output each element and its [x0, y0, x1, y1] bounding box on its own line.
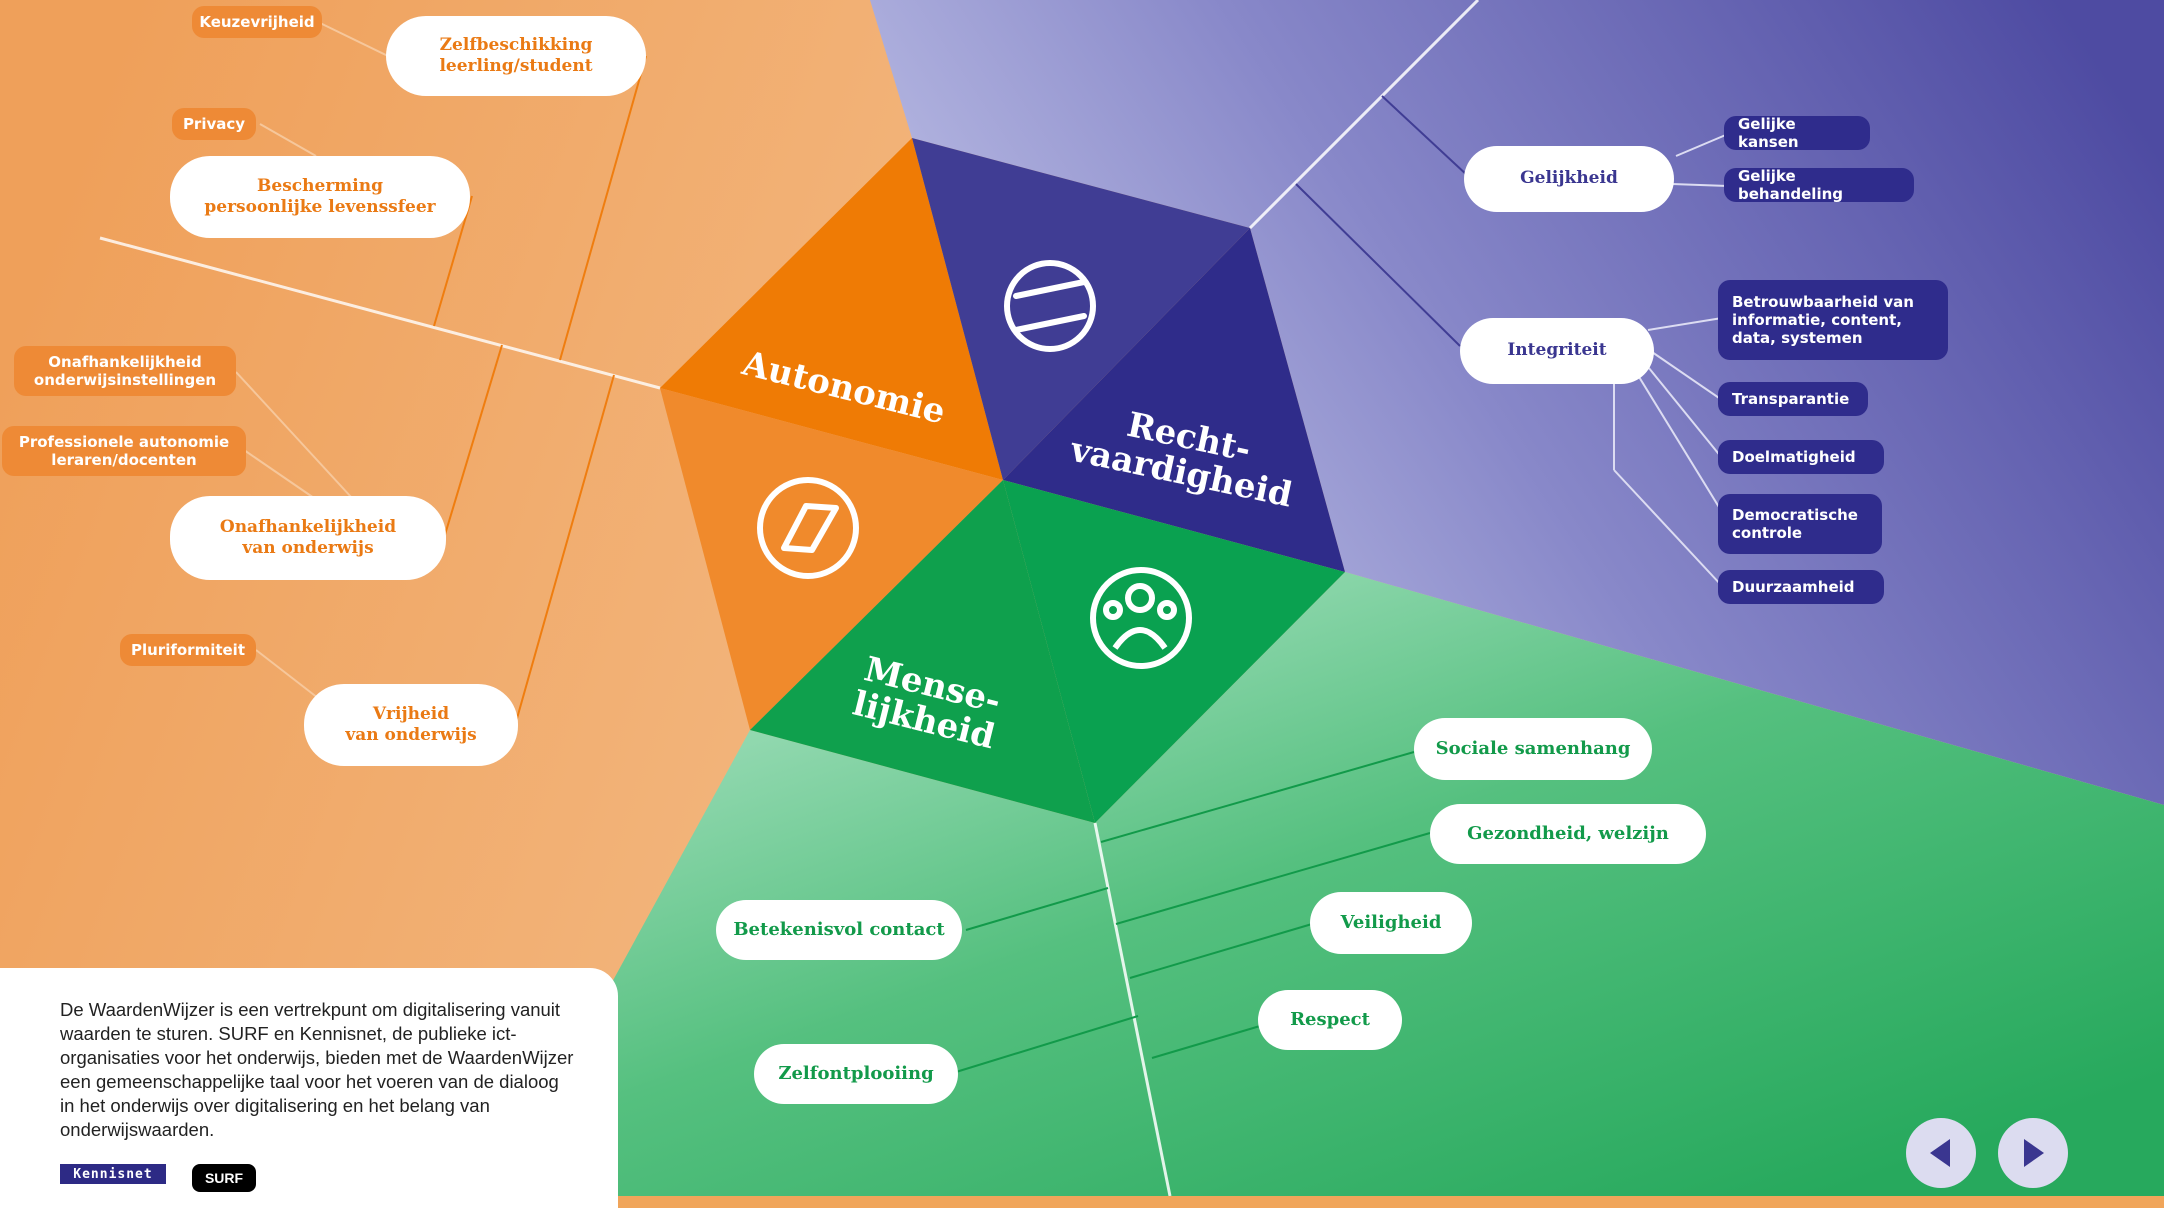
subvalue-gelijke-behandeling[interactable]: Gelijke behandeling	[1724, 167, 1914, 203]
kennisnet-logo: Kennisnet	[60, 1164, 166, 1184]
subvalue-transparantie[interactable]: Transparantie	[1718, 382, 1868, 416]
equals-icon	[1004, 260, 1096, 352]
segment-recht-left	[912, 138, 1250, 480]
subvalue-doelmatigheid[interactable]: Doelmatigheid	[1718, 440, 1884, 474]
arrow-left-icon	[1930, 1139, 1950, 1167]
segment-autonomie-top	[660, 138, 1003, 480]
recht-connectors	[1248, 0, 1729, 587]
surf-logo: SURF	[192, 1164, 256, 1192]
segment-autonomie-bottom	[660, 388, 1003, 730]
segment-mens-left	[750, 480, 1095, 823]
arrow-right-icon	[2024, 1139, 2044, 1167]
value-gelijkheid[interactable]: Gelijkheid	[1464, 146, 1674, 212]
subvalue-professionele-autonomie[interactable]: Professionele autonomie leraren/docenten	[2, 426, 246, 476]
intro-text: De WaardenWijzer is een vertrekpunt om d…	[60, 999, 574, 1140]
prev-button[interactable]	[1906, 1118, 1976, 1188]
subvalue-democratische-controle[interactable]: Democratische controle	[1718, 494, 1882, 554]
subvalue-betrouwbaarheid[interactable]: Betrouwbaarheid van informatie, content,…	[1718, 280, 1948, 360]
subvalue-duurzaamheid[interactable]: Duurzaamheid	[1718, 570, 1884, 604]
compass-icon	[757, 477, 859, 579]
value-vrijheid-onderwijs[interactable]: Vrijheid van onderwijs	[304, 684, 518, 766]
autonomie-connectors	[99, 21, 661, 723]
subvalue-keuzevrijheid[interactable]: Keuzevrijheid	[192, 6, 322, 38]
value-sociale-samenhang[interactable]: Sociale samenhang	[1414, 718, 1652, 780]
value-integriteit[interactable]: Integriteit	[1460, 318, 1654, 384]
value-betekenisvol-contact[interactable]: Betekenisvol contact	[716, 900, 962, 960]
subvalue-pluriformiteit[interactable]: Pluriformiteit	[120, 634, 256, 666]
subvalue-privacy[interactable]: Privacy	[172, 108, 256, 140]
value-bescherming-levenssfeer[interactable]: Bescherming persoonlijke levenssfeer	[170, 156, 470, 238]
value-respect[interactable]: Respect	[1258, 990, 1402, 1050]
subvalue-gelijke-kansen[interactable]: Gelijke kansen	[1724, 115, 1870, 151]
people-icon	[1090, 567, 1192, 669]
subvalue-onafhankelijkheid-instellingen[interactable]: Onafhankelijkheid onderwijsinstellingen	[14, 346, 236, 396]
menselijkheid-region	[495, 572, 2164, 1196]
value-onafhankelijkheid-onderwijs[interactable]: Onafhankelijkheid van onderwijs	[170, 496, 446, 580]
next-button[interactable]	[1998, 1118, 2068, 1188]
value-zelfbeschikking[interactable]: Zelfbeschikking leerling/student	[386, 16, 646, 96]
value-veiligheid[interactable]: Veiligheid	[1310, 892, 1472, 954]
segment-recht-right	[1003, 228, 1345, 572]
value-gezondheid-welzijn[interactable]: Gezondheid, welzijn	[1430, 804, 1706, 864]
mens-connectors	[955, 751, 1431, 1196]
value-zelfontplooiing[interactable]: Zelfontplooiing	[754, 1044, 958, 1104]
